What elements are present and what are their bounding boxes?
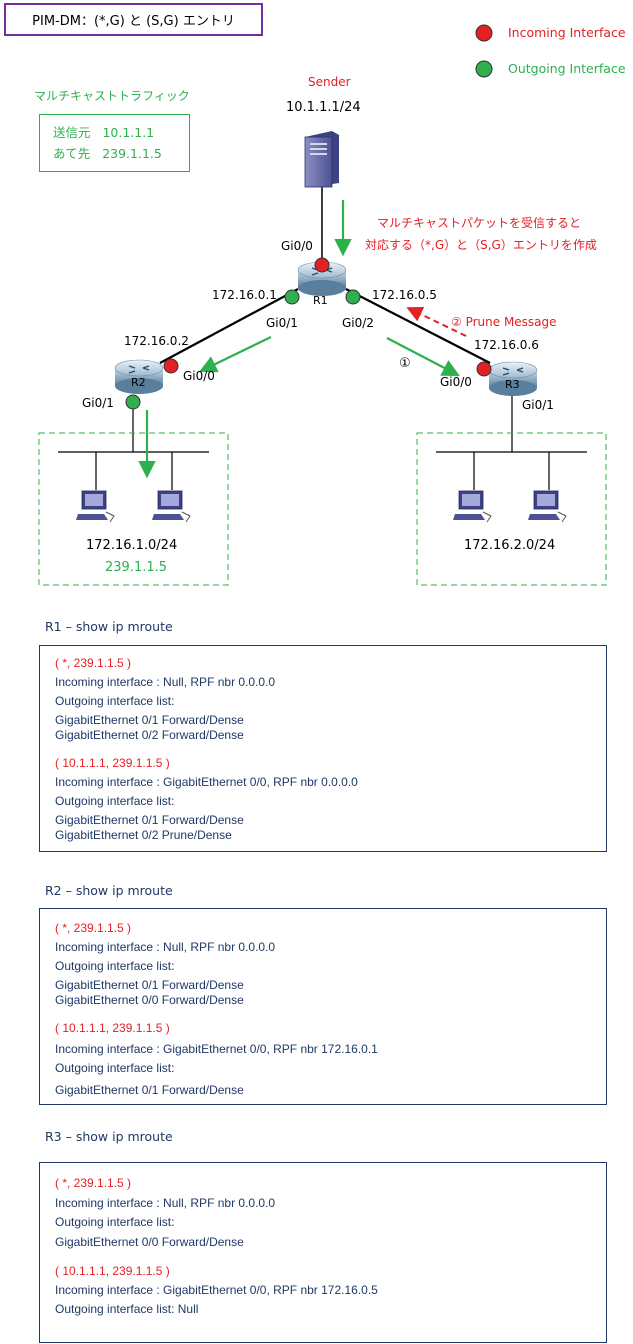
link-r1-r2 <box>159 288 299 364</box>
r3-gi00-label: Gi0/0 <box>440 375 472 389</box>
note-line1: マルチキャストパケットを受信すると <box>377 216 582 230</box>
r1-gi02-label: Gi0/2 <box>342 316 374 330</box>
mroute-line: ( *, 239.1.1.5 ) <box>55 1176 132 1190</box>
sender-server-icon <box>304 131 339 188</box>
sender-label: Sender <box>308 75 351 89</box>
mroute-line: ( *, 239.1.1.5 ) <box>55 656 132 670</box>
legend-outgoing-label: Outgoing Interface <box>508 61 626 76</box>
pc-icon <box>528 490 567 523</box>
mroute-line: GigabitEthernet 0/2 Forward/Dense <box>55 728 244 742</box>
legend-incoming-dot <box>475 24 493 42</box>
mroute-line: Incoming interface : GigabitEthernet 0/0… <box>55 1042 378 1056</box>
mroute-line: Outgoing interface list: <box>55 1061 175 1075</box>
mroute-line: Outgoing interface list: <box>55 1215 175 1229</box>
mroute-line: Incoming interface : Null, RPF nbr 0.0.0… <box>55 940 276 954</box>
mroute-line: Outgoing interface list: <box>55 694 175 708</box>
note-line2: 対応する（*,G）と（S,G）エントリを作成 <box>365 238 597 252</box>
mroute-line: Outgoing interface list: <box>55 959 175 973</box>
mroute-line: GigabitEthernet 0/1 Forward/Dense <box>55 1083 244 1097</box>
mroute-line: GigabitEthernet 0/1 Forward/Dense <box>55 713 244 727</box>
mroute-line: GigabitEthernet 0/0 Forward/Dense <box>55 1235 244 1249</box>
r1-name: R1 <box>313 294 328 307</box>
mroute-line: Outgoing interface list: <box>55 794 175 808</box>
mroute-line: ( 10.1.1.1, 239.1.1.5 ) <box>55 1021 170 1035</box>
r3-name: R3 <box>505 378 520 391</box>
network-diagram <box>38 24 607 586</box>
diagram-title: PIM-DM：(*,G) と (S,G) エントリ <box>4 3 263 36</box>
mroute-line: ( *, 239.1.1.5 ) <box>55 921 132 935</box>
router-r3-icon <box>488 361 538 396</box>
r3-ip: 172.16.0.6 <box>474 338 539 352</box>
r2-name: R2 <box>131 376 146 389</box>
sender-ip: 10.1.1.1/24 <box>286 100 361 115</box>
pc-icon <box>453 490 492 523</box>
mroute-line: Incoming interface : Null, RPF nbr 0.0.0… <box>55 675 276 689</box>
r2-group: 239.1.1.5 <box>105 560 168 575</box>
mroute-line: GigabitEthernet 0/0 Forward/Dense <box>55 993 244 1007</box>
r3-gi01-label: Gi0/1 <box>522 398 554 412</box>
r2-network: 172.16.1.0/24 <box>86 538 178 553</box>
r3-mroute-title: R3 – show ip mroute <box>45 1129 173 1144</box>
r2-gi01-label: Gi0/1 <box>82 396 114 410</box>
arrow-r1-to-r3 <box>386 337 460 377</box>
step1-label: ① <box>399 356 411 371</box>
mroute-line: Incoming interface : GigabitEthernet 0/0… <box>55 775 358 789</box>
arrow-r1-to-r2 <box>199 336 272 373</box>
pc-icon <box>152 490 191 523</box>
src-label: 送信元 <box>53 125 91 140</box>
mroute-line: Outgoing interface list: Null <box>55 1302 199 1316</box>
multicast-info-box: 送信元 10.1.1.1 あて先 239.1.1.5 <box>39 114 190 172</box>
r2-mroute-box: ( *, 239.1.1.5 ) Incoming interface : Nu… <box>39 908 607 1105</box>
r3-mroute-box: ( *, 239.1.1.5 ) Incoming interface : Nu… <box>39 1162 607 1343</box>
r2-gi00-label: Gi0/0 <box>183 369 215 383</box>
pc-icon <box>76 490 115 523</box>
mroute-line: Incoming interface : GigabitEthernet 0/0… <box>55 1283 378 1297</box>
r2-gi01-outgoing-dot <box>125 394 141 410</box>
r3-gi00-incoming-dot <box>476 361 492 377</box>
src-value: 10.1.1.1 <box>102 125 155 140</box>
r3-network: 172.16.2.0/24 <box>464 538 556 553</box>
mroute-line: ( 10.1.1.1, 239.1.1.5 ) <box>55 756 170 770</box>
lan-box-r2 <box>38 432 229 586</box>
lan-box-r3 <box>416 432 607 586</box>
r2-gi00-incoming-dot <box>163 358 179 374</box>
link-r1-r3 <box>345 288 491 364</box>
r2-mroute-title: R2 – show ip mroute <box>45 883 173 898</box>
r1-mroute-title: R1 – show ip mroute <box>45 619 173 634</box>
arrow-prune-r3-to-r1 <box>406 307 467 337</box>
multicast-heading: マルチキャストトラフィック <box>34 89 190 103</box>
prune-message-label: ② Prune Message <box>451 315 557 329</box>
r1-mroute-box: ( *, 239.1.1.5 ) Incoming interface : Nu… <box>39 645 607 852</box>
r1-gi00-incoming-dot <box>314 257 330 273</box>
router-r2-icon <box>114 359 164 394</box>
dst-label: あて先 <box>53 146 91 161</box>
mroute-line: GigabitEthernet 0/2 Prune/Dense <box>55 828 232 842</box>
r1-gi01-label: Gi0/1 <box>266 316 298 330</box>
r1-gi00-label: Gi0/0 <box>281 239 313 253</box>
r1-ip-right: 172.16.0.5 <box>372 288 437 302</box>
mroute-line: Incoming interface : Null, RPF nbr 0.0.0… <box>55 1196 276 1210</box>
r1-ip-left: 172.16.0.1 <box>212 288 277 302</box>
dst-value: 239.1.1.5 <box>102 146 162 161</box>
mroute-line: GigabitEthernet 0/1 Forward/Dense <box>55 978 244 992</box>
mroute-line: ( 10.1.1.1, 239.1.1.5 ) <box>55 1264 170 1278</box>
legend-outgoing-dot <box>475 60 493 78</box>
r1-gi02-outgoing-dot <box>345 289 361 305</box>
r2-ip: 172.16.0.2 <box>124 334 189 348</box>
r1-gi01-outgoing-dot <box>284 289 300 305</box>
mroute-line: GigabitEthernet 0/1 Forward/Dense <box>55 813 244 827</box>
legend-incoming-label: Incoming Interface <box>508 25 626 40</box>
